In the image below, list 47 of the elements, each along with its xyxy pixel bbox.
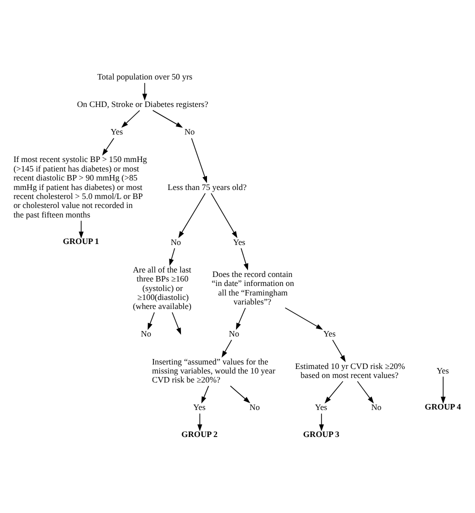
arrow <box>121 110 140 128</box>
arrow <box>236 308 246 330</box>
node-text: No <box>184 128 195 137</box>
node-text: GROUP 4 <box>424 402 462 412</box>
arrow <box>152 110 183 128</box>
arrow <box>172 312 182 335</box>
node-text: Estimated 10 yr CVD risk ≥20% based on most recent values? <box>295 362 406 380</box>
node-text: No <box>140 330 152 339</box>
node-text: Yes <box>233 238 246 247</box>
node-text: No <box>371 403 382 412</box>
node-text: Yes <box>436 366 449 376</box>
node-text: GROUP 1 <box>62 237 100 246</box>
arrow <box>324 380 344 404</box>
arrow <box>319 413 324 432</box>
node-text: On CHD, Stroke or Diabetes registers? <box>76 100 208 110</box>
node-text: No <box>250 403 260 412</box>
arrow <box>148 312 155 330</box>
node-text: Are all of the last three BPs ≥160 (systolic) or ≥100(diastolic) (where available) <box>132 265 192 312</box>
node-text: GROUP 3 <box>303 430 340 439</box>
arrow <box>178 192 206 238</box>
node-text: Inserting “assumed” values for the missing variables, would the 10 year CVD risk be ≥20%? <box>152 357 276 385</box>
arrow <box>230 386 250 404</box>
node-text: Yes <box>193 403 206 412</box>
node-text: Yes <box>323 330 336 339</box>
arrow <box>102 138 114 156</box>
arrow <box>332 340 346 362</box>
node-text: Less than 75 years old? <box>168 182 247 192</box>
arrow <box>284 307 323 330</box>
arrow <box>210 192 238 238</box>
arrow <box>357 380 374 404</box>
node-text: No <box>228 330 240 339</box>
arrow <box>78 220 84 238</box>
arrow <box>222 340 232 358</box>
arrow <box>240 248 248 270</box>
node-text: Does the record contain “in date” information on all the “Framingham variables”? <box>212 270 294 307</box>
node-text: GROUP 2 <box>181 430 218 439</box>
node-text: Yes <box>314 403 328 412</box>
arrow <box>169 248 176 266</box>
node-text: Yes <box>110 128 123 137</box>
arrow <box>191 138 208 184</box>
arrow <box>440 376 446 404</box>
node-text: If most recent systolic BP > 150 mmHg (>145 if patient has diabetes) or most recent diastolic BP > 90 mmHg (>85 mmHg if patient has diabetes) or most recent cholesterol > 5.0 mmol/L or BP or cholesterol value not recorded in the past fifteen months <box>13 155 148 220</box>
node-text: No <box>170 238 182 247</box>
arrow <box>197 413 202 432</box>
node-text: Total population over 50 yrs <box>97 72 192 82</box>
arrow <box>142 82 148 101</box>
arrow <box>201 386 209 404</box>
